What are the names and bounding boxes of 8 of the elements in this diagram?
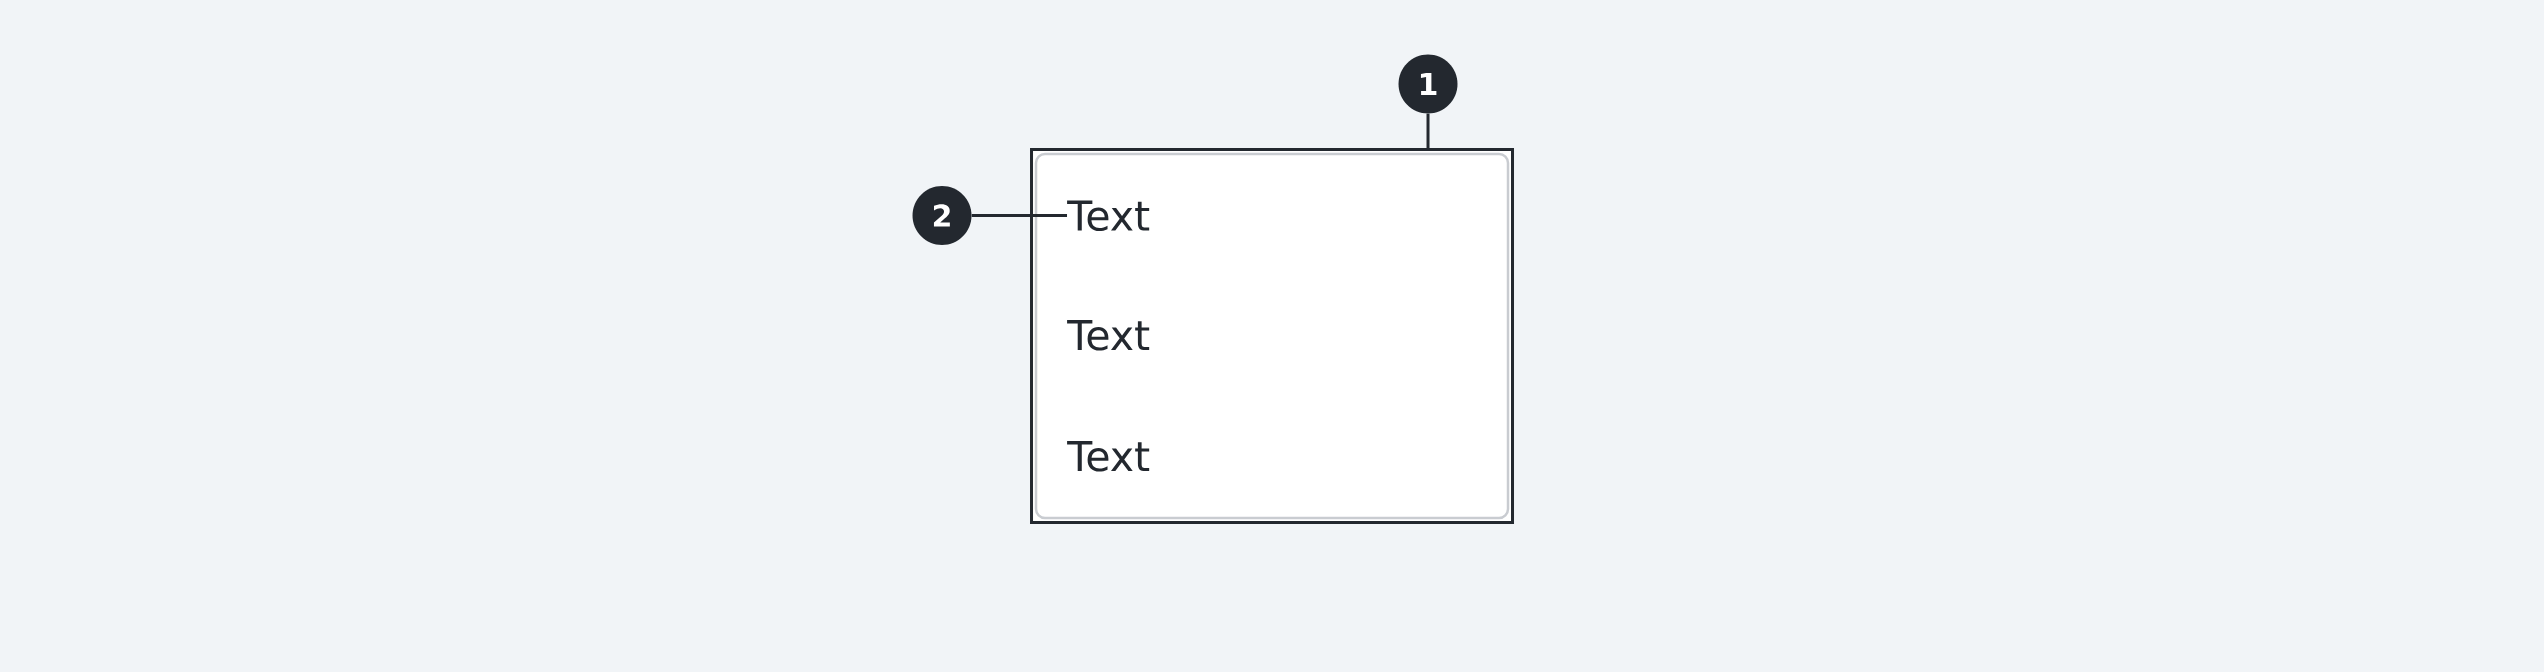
callout-number: 1	[1398, 54, 1458, 114]
list-item-text: Text	[1067, 320, 1150, 351]
callout-number: 2	[912, 186, 972, 245]
list-item-text: Text	[1067, 441, 1150, 472]
leader-line	[971, 214, 1067, 217]
list-item-text: Text	[1067, 200, 1150, 232]
list-box	[1030, 148, 1514, 524]
leader-line	[1426, 113, 1430, 148]
